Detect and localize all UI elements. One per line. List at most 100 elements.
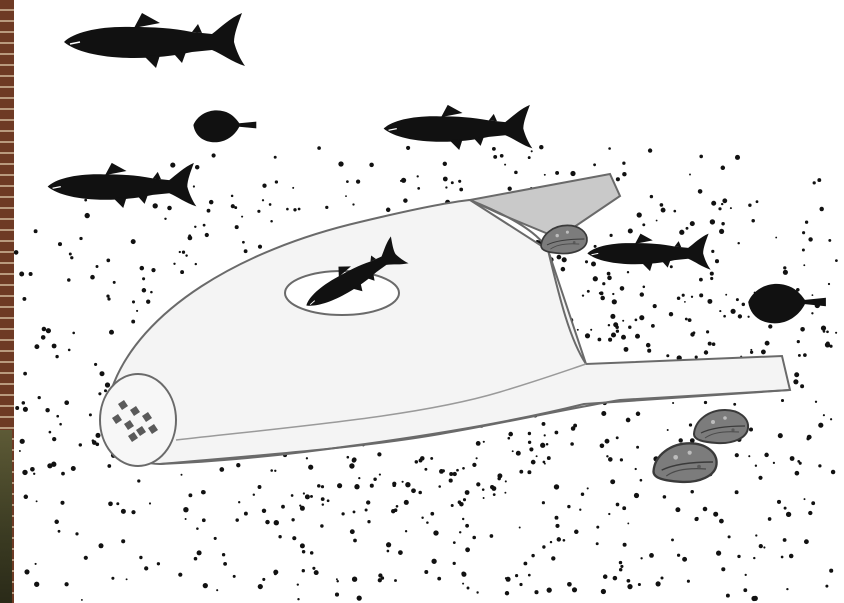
particle — [703, 507, 708, 512]
particle — [677, 297, 681, 301]
particle — [585, 333, 590, 338]
particle — [346, 180, 349, 183]
particle — [613, 576, 618, 581]
particle — [238, 501, 240, 503]
particle — [715, 259, 719, 263]
particle — [635, 468, 637, 470]
particle — [710, 277, 713, 280]
particle — [419, 459, 423, 463]
particle — [507, 437, 510, 440]
particle — [381, 576, 384, 579]
particle — [561, 267, 566, 272]
particle — [305, 494, 310, 499]
particle — [72, 332, 75, 335]
particle — [386, 542, 391, 547]
particle — [661, 208, 666, 213]
particle — [89, 413, 92, 416]
particle — [735, 453, 739, 457]
particle — [527, 470, 531, 474]
particle — [692, 331, 695, 334]
particle — [627, 584, 632, 589]
particle — [608, 324, 610, 326]
particle — [534, 590, 538, 594]
particle — [312, 567, 315, 570]
particle — [798, 354, 801, 357]
particle — [113, 281, 116, 284]
particle — [157, 562, 160, 565]
particle — [817, 178, 821, 182]
particle — [404, 500, 409, 505]
particle — [185, 518, 187, 520]
particle — [34, 582, 39, 587]
particle — [699, 278, 703, 282]
particle — [689, 423, 692, 426]
particle — [721, 567, 725, 571]
particle — [421, 516, 423, 518]
particle — [768, 324, 772, 328]
particle — [531, 460, 536, 465]
particle — [789, 554, 794, 559]
particle — [64, 400, 69, 405]
particle — [719, 229, 724, 234]
particle — [622, 506, 626, 510]
particle — [214, 537, 217, 540]
particle — [426, 521, 429, 524]
particle — [624, 347, 629, 352]
particle — [358, 477, 360, 479]
particle — [818, 423, 823, 428]
particle — [599, 292, 601, 294]
particle — [616, 503, 620, 507]
particle — [273, 570, 278, 575]
particle — [70, 256, 73, 259]
particle — [608, 147, 611, 150]
particle — [557, 537, 561, 541]
particle — [753, 596, 758, 601]
particle — [721, 203, 723, 205]
particle — [638, 583, 641, 586]
particle — [642, 223, 645, 226]
particle — [33, 473, 35, 475]
particle — [415, 460, 418, 463]
particle — [302, 569, 305, 572]
particle — [131, 510, 135, 514]
particle — [550, 541, 552, 543]
particle — [673, 210, 676, 213]
particle — [244, 512, 248, 516]
particle — [320, 524, 323, 527]
particle — [456, 469, 459, 472]
particle — [555, 516, 559, 520]
particle — [350, 529, 355, 534]
particle — [828, 283, 830, 285]
particle — [81, 599, 83, 601]
particle — [92, 439, 95, 442]
particle — [173, 263, 175, 265]
particle — [616, 436, 619, 439]
particle — [349, 463, 354, 468]
particle — [116, 502, 119, 505]
particle — [223, 562, 227, 566]
particle — [257, 210, 260, 213]
particle — [699, 293, 703, 297]
particle — [675, 507, 680, 512]
particle — [706, 330, 709, 333]
particle — [722, 198, 727, 203]
particle — [750, 351, 753, 354]
particle — [718, 207, 721, 210]
particle — [36, 500, 38, 502]
particle — [529, 447, 533, 451]
particle — [60, 501, 64, 505]
particle — [826, 341, 830, 345]
particle — [677, 554, 680, 557]
particle — [828, 239, 831, 242]
particle — [327, 499, 330, 502]
flatfish-small — [193, 110, 256, 142]
particle — [758, 476, 762, 480]
particle — [58, 242, 62, 246]
particle — [95, 433, 100, 438]
particle — [274, 156, 277, 159]
particle — [194, 557, 198, 561]
particle — [562, 257, 567, 262]
particle — [555, 524, 559, 528]
particle — [815, 401, 817, 403]
particle — [571, 426, 576, 431]
